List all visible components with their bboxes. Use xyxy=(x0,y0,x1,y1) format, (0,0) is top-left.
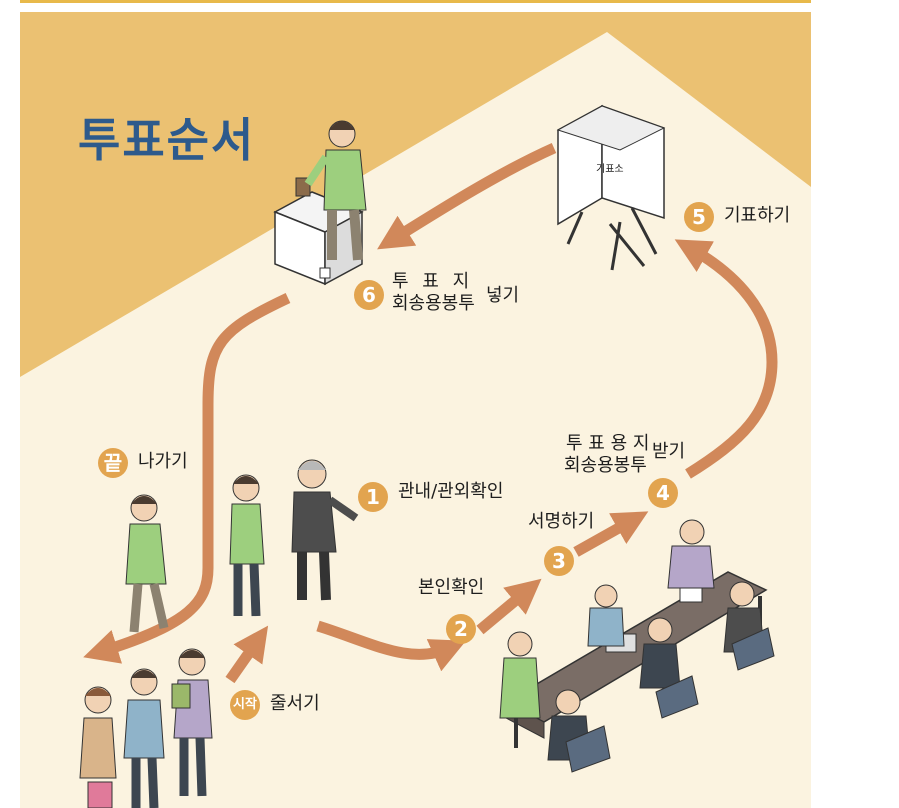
voting-booth xyxy=(556,104,666,271)
step-4-line2: 회송용봉투 xyxy=(564,455,647,476)
step-4-line1: 투 표 용 지 xyxy=(566,433,650,454)
step-5-badge: 5 xyxy=(684,202,714,232)
step-1-badge: 1 xyxy=(358,482,388,512)
arrow-2-to-3 xyxy=(476,578,542,635)
queue-people xyxy=(79,648,213,808)
step-6-line1: 투 표 지 xyxy=(392,271,474,292)
step-5-label: 기표하기 xyxy=(724,205,791,226)
voter-at-check xyxy=(229,474,265,617)
step-2-badge: 2 xyxy=(446,614,476,644)
illustration-panel: 투표순서 기표소 6 투 표 지 회송용봉투 넣기 5 기표하기 투 표 용 지… xyxy=(20,12,811,808)
start-badge: 시작 xyxy=(230,690,260,720)
step-3-label: 서명하기 xyxy=(528,511,595,532)
step-2-label: 본인확인 xyxy=(418,577,485,598)
arrow-start-to-1 xyxy=(225,625,269,684)
illustration-svg xyxy=(20,12,811,808)
exiting-voter xyxy=(125,494,169,633)
check-in-table xyxy=(499,519,775,773)
ballot-box-scene xyxy=(273,120,367,286)
arrow-1-to-2 xyxy=(316,620,467,672)
arrow-4-to-5 xyxy=(674,239,778,479)
step-4-badge: 4 xyxy=(648,478,678,508)
top-rule xyxy=(20,0,811,3)
step-6-suffix: 넣기 xyxy=(486,285,520,306)
page-title: 투표순서 xyxy=(78,113,256,167)
start-label: 줄서기 xyxy=(270,693,320,714)
arrow-5-to-6 xyxy=(377,142,557,250)
step-3-badge: 3 xyxy=(544,546,574,576)
official-figure xyxy=(291,459,359,601)
step-1-label: 관내/관외확인 xyxy=(398,481,504,502)
arrow-3-to-4 xyxy=(573,511,649,557)
booth-sign: 기표소 xyxy=(596,164,624,175)
step-4-suffix: 받기 xyxy=(652,441,686,462)
end-label: 나가기 xyxy=(138,451,188,472)
step-6-line2: 회송용봉투 xyxy=(392,293,475,314)
step-6-badge: 6 xyxy=(354,280,384,310)
end-badge: 끝 xyxy=(98,448,128,478)
